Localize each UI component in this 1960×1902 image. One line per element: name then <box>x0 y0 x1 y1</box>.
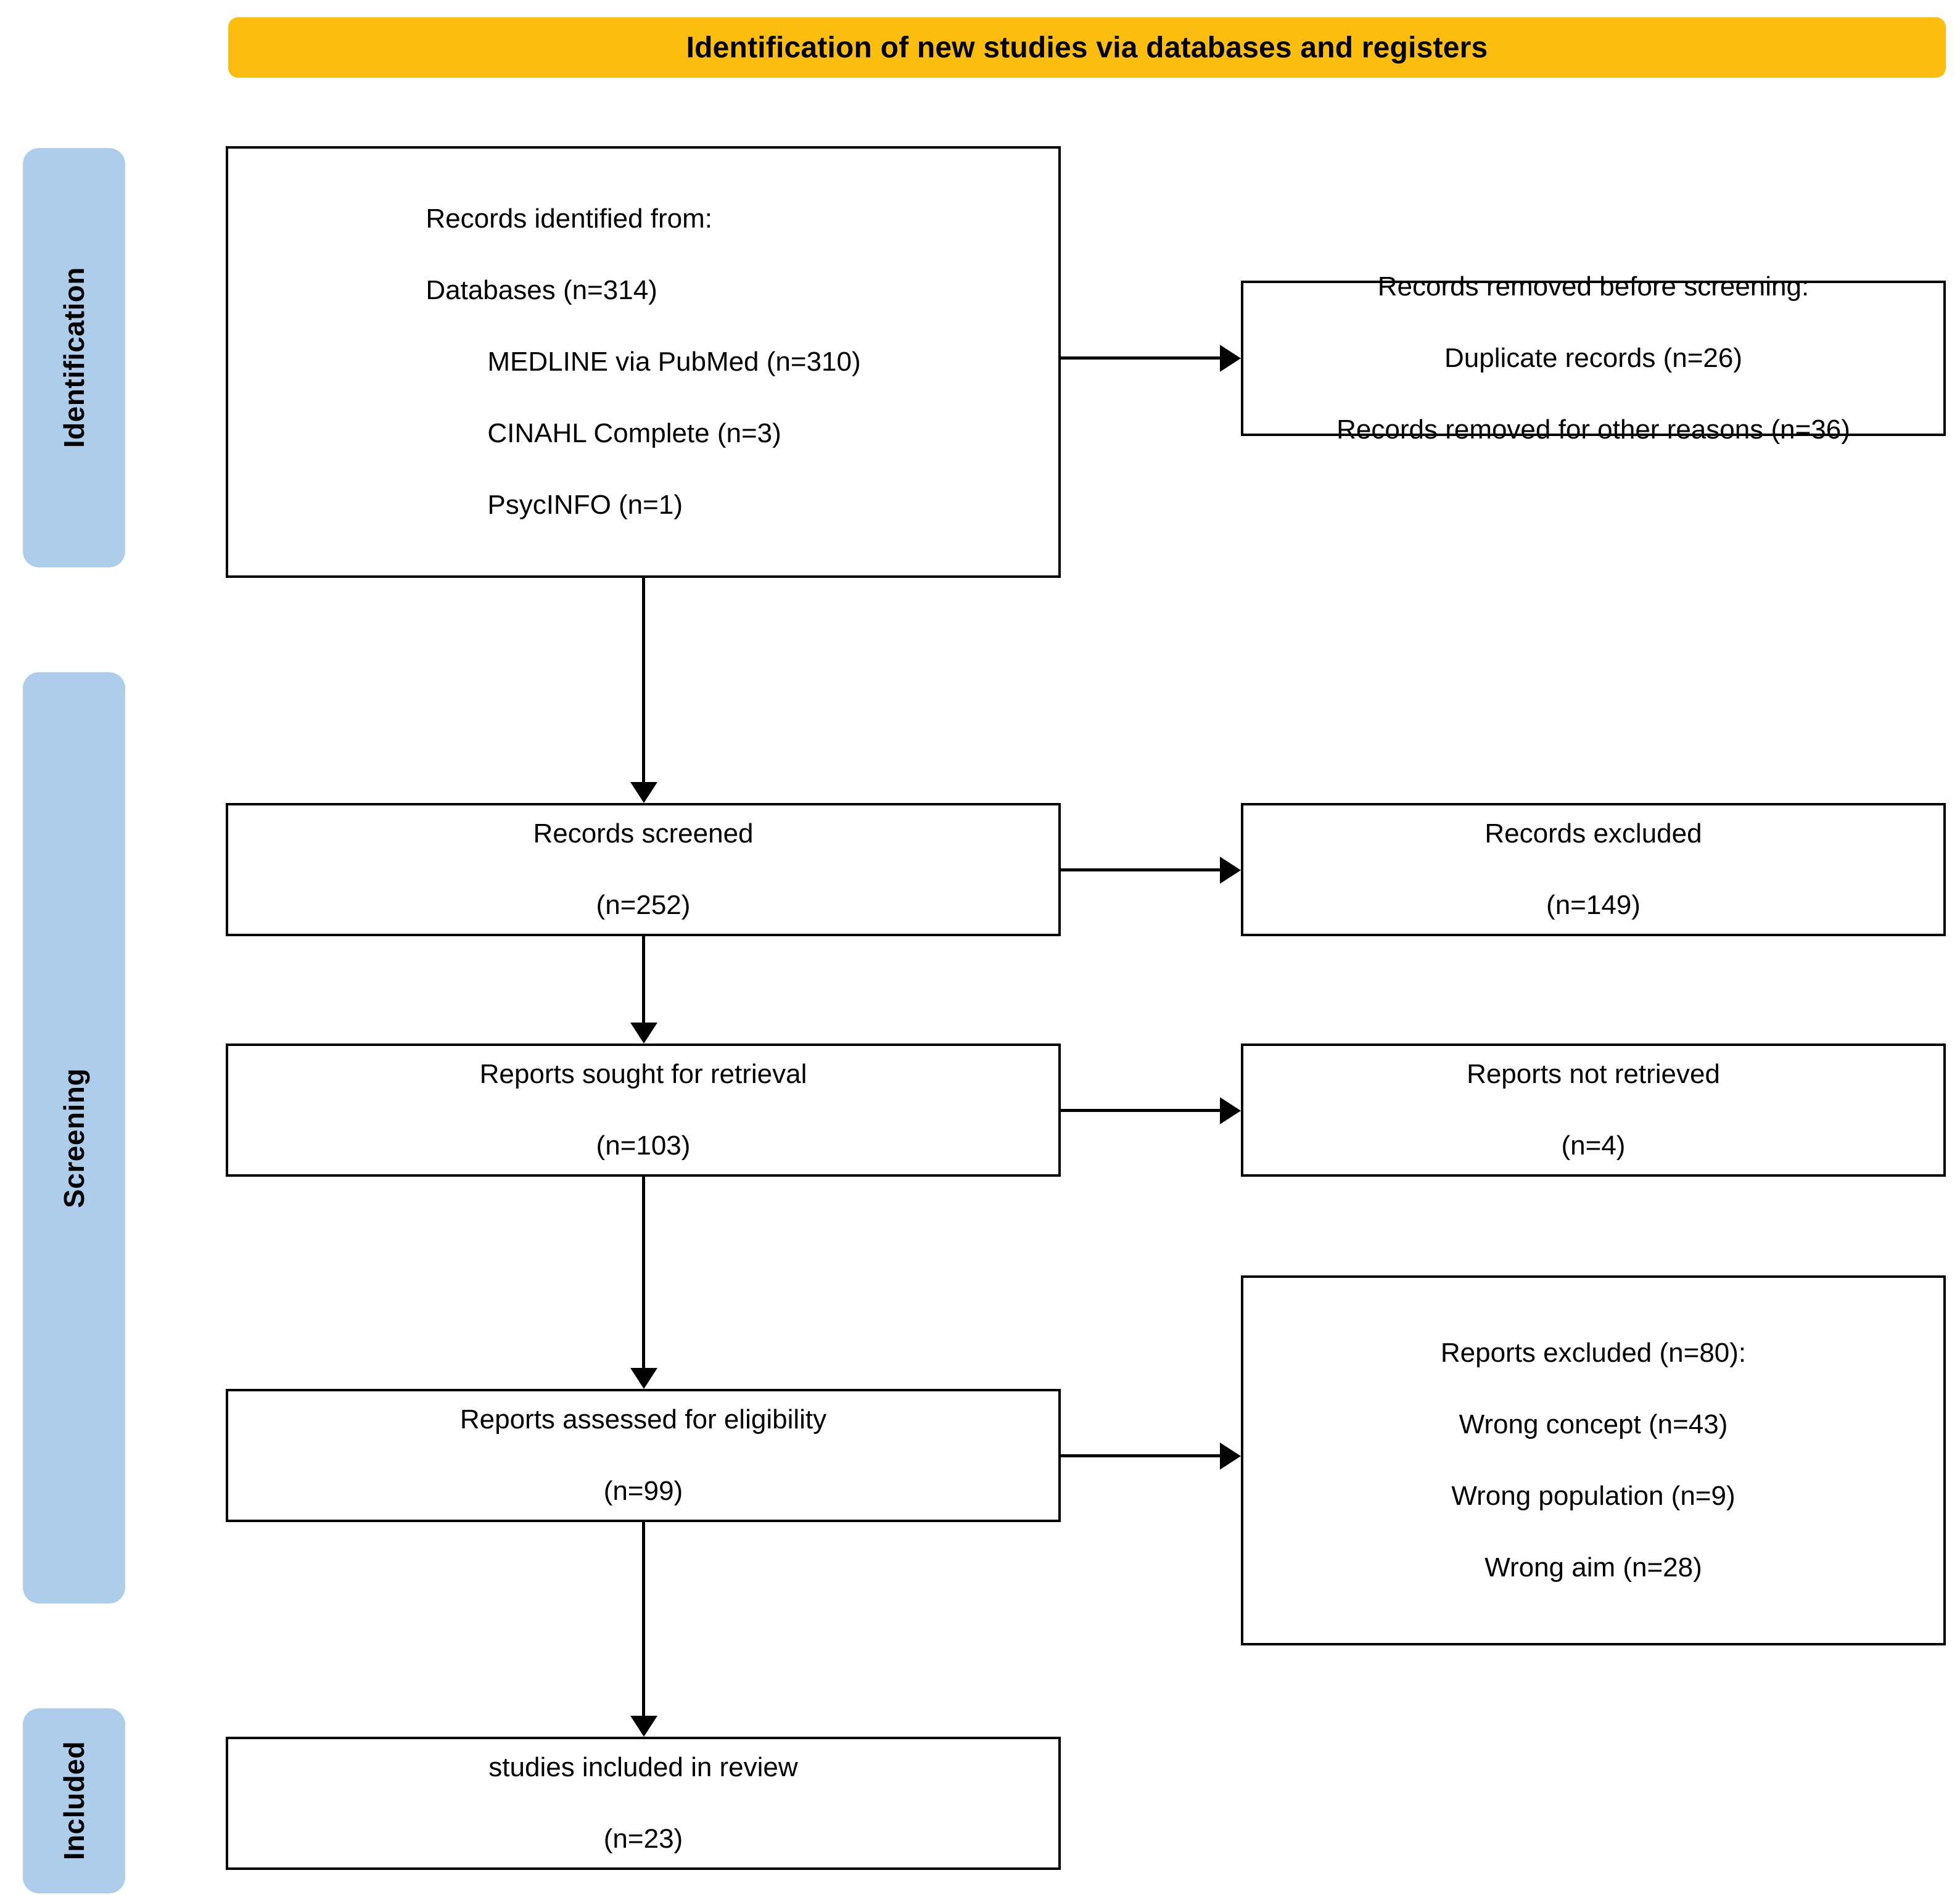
box-records-identified-text: Records identified from: Databases (n=31… <box>426 165 860 559</box>
box-reports-sought-text: Reports sought for retrieval (n=103) <box>480 1021 807 1200</box>
stage-label-included-text: Included <box>58 1741 90 1861</box>
reports-assessed-line-2: (n=99) <box>603 1476 683 1507</box>
stage-label-identification-text: Identification <box>58 267 90 448</box>
box-records-identified: Records identified from: Databases (n=31… <box>226 146 1061 578</box>
arrow-identified-to-removed <box>1220 345 1241 372</box>
records-excluded-line-2: (n=149) <box>1546 890 1641 921</box>
arrow-assessed-to-included <box>630 1716 657 1737</box>
connector-identified-to-removed <box>1061 356 1220 360</box>
records-screened-line-2: (n=252) <box>596 890 691 921</box>
box-reports-sought-for-retrieval: Reports sought for retrieval (n=103) <box>226 1044 1061 1177</box>
diagram-title: Identification of new studies via databa… <box>686 31 1488 64</box>
connector-screened-to-records-excluded <box>1061 868 1220 871</box>
box-records-screened-text: Records screened (n=252) <box>533 780 753 959</box>
records-identified-line-4: CINAHL Complete (n=3) <box>487 418 781 449</box>
reports-excluded-line-2: Wrong concept (n=43) <box>1459 1409 1728 1439</box>
arrow-sought-to-assessed <box>630 1368 657 1389</box>
records-excluded-line-1: Records excluded <box>1484 818 1702 849</box>
arrow-identified-to-screened <box>630 782 657 803</box>
reports-not-retrieved-line-2: (n=4) <box>1561 1130 1626 1161</box>
studies-included-line-1: studies included in review <box>488 1752 798 1782</box>
reports-excluded-line-4: Wrong aim (n=28) <box>1484 1552 1702 1583</box>
stage-label-included: Included <box>23 1708 125 1893</box>
reports-excluded-line-1: Reports excluded (n=80): <box>1440 1337 1747 1368</box>
connector-assessed-to-reports-excluded <box>1061 1454 1220 1457</box>
box-reports-excluded: Reports excluded (n=80): Wrong concept (… <box>1241 1275 1946 1645</box>
records-removed-line-3: Records removed for other reasons (n=36) <box>1336 414 1850 445</box>
diagram-header-banner: Identification of new studies via databa… <box>228 17 1946 78</box>
records-removed-line-1: Records removed before screening: <box>1377 271 1810 302</box>
arrow-sought-to-not-retrieved <box>1220 1097 1241 1124</box>
stage-label-screening-text: Screening <box>58 1068 90 1208</box>
reports-not-retrieved-line-1: Reports not retrieved <box>1467 1058 1720 1089</box>
records-removed-line-2: Duplicate records (n=26) <box>1444 342 1742 373</box>
connector-identified-to-screened <box>642 578 645 782</box>
box-records-removed-before-screening: Records removed before screening: Duplic… <box>1241 271 1946 445</box>
stage-label-identification: Identification <box>23 148 125 567</box>
records-identified-line-5: PsycINFO (n=1) <box>487 490 683 521</box>
studies-included-line-2: (n=23) <box>603 1824 683 1855</box>
records-identified-line-1: Records identified from: <box>426 203 713 234</box>
box-reports-assessed-for-eligibility: Reports assessed for eligibility (n=99) <box>226 1389 1061 1522</box>
box-reports-excluded-text: Reports excluded (n=80): Wrong concept (… <box>1441 1299 1746 1622</box>
reports-sought-line-1: Reports sought for retrieval <box>479 1058 807 1089</box>
reports-sought-line-2: (n=103) <box>596 1130 691 1161</box>
box-reports-not-retrieved-text: Reports not retrieved (n=4) <box>1467 1021 1720 1200</box>
connector-screened-to-sought <box>642 936 645 1023</box>
stage-label-screening: Screening <box>23 672 125 1604</box>
arrow-screened-to-records-excluded <box>1220 857 1241 884</box>
arrow-assessed-to-reports-excluded <box>1220 1443 1241 1470</box>
box-studies-included-text: studies included in review (n=23) <box>488 1714 797 1893</box>
reports-assessed-line-1: Reports assessed for eligibility <box>459 1404 827 1435</box>
box-records-removed-text: Records removed before screening: Duplic… <box>1336 233 1850 484</box>
records-identified-line-2: Databases (n=314) <box>426 274 657 305</box>
box-records-excluded: Records excluded (n=149) <box>1241 803 1946 936</box>
records-identified-line-3: MEDLINE via PubMed (n=310) <box>487 346 861 377</box>
box-reports-assessed-text: Reports assessed for eligibility (n=99) <box>460 1366 826 1545</box>
box-records-screened: Records screened (n=252) <box>226 803 1061 936</box>
connector-sought-to-not-retrieved <box>1061 1109 1220 1112</box>
arrow-screened-to-sought <box>630 1023 657 1044</box>
connector-sought-to-assessed <box>642 1177 645 1368</box>
reports-excluded-line-3: Wrong population (n=9) <box>1451 1481 1736 1512</box>
box-records-excluded-text: Records excluded (n=149) <box>1484 780 1702 959</box>
connector-assessed-to-included <box>642 1522 645 1716</box>
box-reports-not-retrieved: Reports not retrieved (n=4) <box>1241 1044 1946 1177</box>
records-screened-line-1: Records screened <box>533 818 754 849</box>
box-studies-included-in-review: studies included in review (n=23) <box>226 1737 1061 1870</box>
